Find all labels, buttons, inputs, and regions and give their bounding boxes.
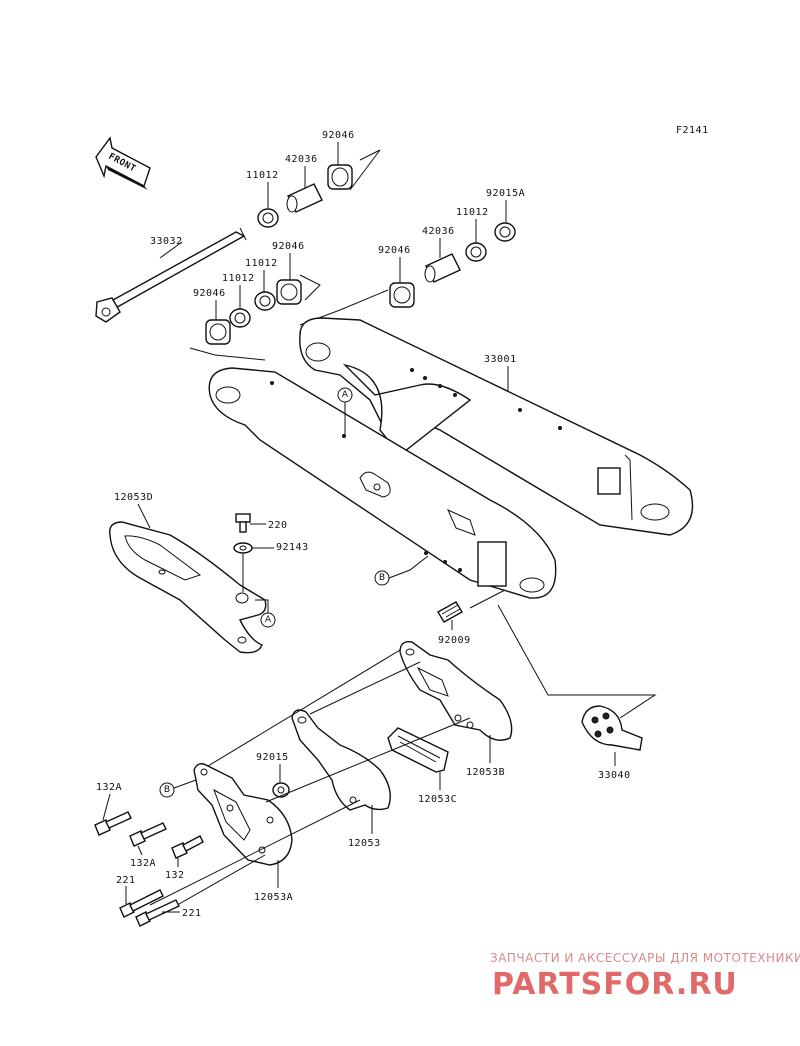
label-11012-top: 11012 [246,170,279,181]
label-221-1: 221 [116,875,136,886]
seal-11012-left [229,308,251,328]
bolt-221-upper [119,889,164,918]
svg-text:B: B [379,573,385,583]
label-33001: 33001 [484,354,517,365]
label-42036-right: 42036 [422,226,455,237]
ref-marker-a-lower: A [260,612,276,628]
seal-11012-top [257,208,279,228]
bearing-92046-mid [276,279,302,305]
label-11012-left: 11012 [222,273,255,284]
label-11012-mid: 11012 [245,258,278,269]
chain-guide-12053B [399,641,513,741]
sleeve-42036-right [424,253,461,283]
svg-text:B: B [164,785,170,795]
swingarm-33001 [208,317,694,599]
label-92009: 92009 [438,635,471,646]
guide-bracket-12053 [291,709,391,811]
collar-92015A [494,222,516,242]
label-221-2: 221 [182,908,202,919]
label-92143: 92143 [276,542,309,553]
label-33032: 33032 [150,236,183,247]
seal-11012-right [465,242,487,262]
ref-marker-b-upper: B [374,570,390,586]
guide-plate-12053A [193,763,293,866]
label-11012-right: 11012 [456,207,489,218]
label-12053: 12053 [348,838,381,849]
bolt-220 [235,513,251,533]
ref-marker-b-lower: B [159,782,175,798]
svg-text:A: A [265,615,272,625]
bearing-92046-left [205,319,231,345]
seal-11012-mid [254,291,276,311]
label-220: 220 [268,520,288,531]
bolt-132A-upper [94,811,132,836]
label-12053C: 12053C [418,794,457,805]
watermark-caption: ЗАПЧАСТИ И АКСЕССУАРЫ ДЛЯ МОТОТЕХНИКИ [490,951,800,965]
pivot-shaft-33032 [95,227,247,323]
label-92046-mid: 92046 [272,241,305,252]
label-12053D: 12053D [114,492,153,503]
label-33040: 33040 [598,770,631,781]
washer-92143 [233,542,253,554]
svg-text:A: A [342,390,349,400]
label-132A-2: 132A [130,858,156,869]
bolt-132 [171,835,204,859]
bearing-92046-right [389,282,415,308]
bolt-132A-lower [129,822,167,847]
label-92015A: 92015A [486,188,525,199]
label-132: 132 [165,870,185,881]
label-42036-top: 42036 [285,154,318,165]
label-92046-right: 92046 [378,245,411,256]
front-arrow-icon: FRONT [95,136,151,190]
label-92015: 92015 [256,752,289,763]
watermark-brand: PARTSFOR.RU [492,967,738,1002]
label-132A-1: 132A [96,782,122,793]
label-12053B: 12053B [466,767,505,778]
label-92046-top: 92046 [322,130,355,141]
bolt-221-lower [135,899,180,927]
bearing-92046-top [327,164,353,190]
chain-slider-12053D [109,521,267,654]
collar-92015 [272,782,290,798]
label-12053A: 12053A [254,892,293,903]
label-92046-left: 92046 [193,288,226,299]
guide-block-12053C [387,727,449,773]
chain-adjuster-33040 [581,705,643,751]
sleeve-42036-top [286,183,323,213]
diagram-code: F2141 [676,125,709,136]
screw-92009 [437,601,463,623]
ref-marker-a-upper: A [337,387,353,403]
